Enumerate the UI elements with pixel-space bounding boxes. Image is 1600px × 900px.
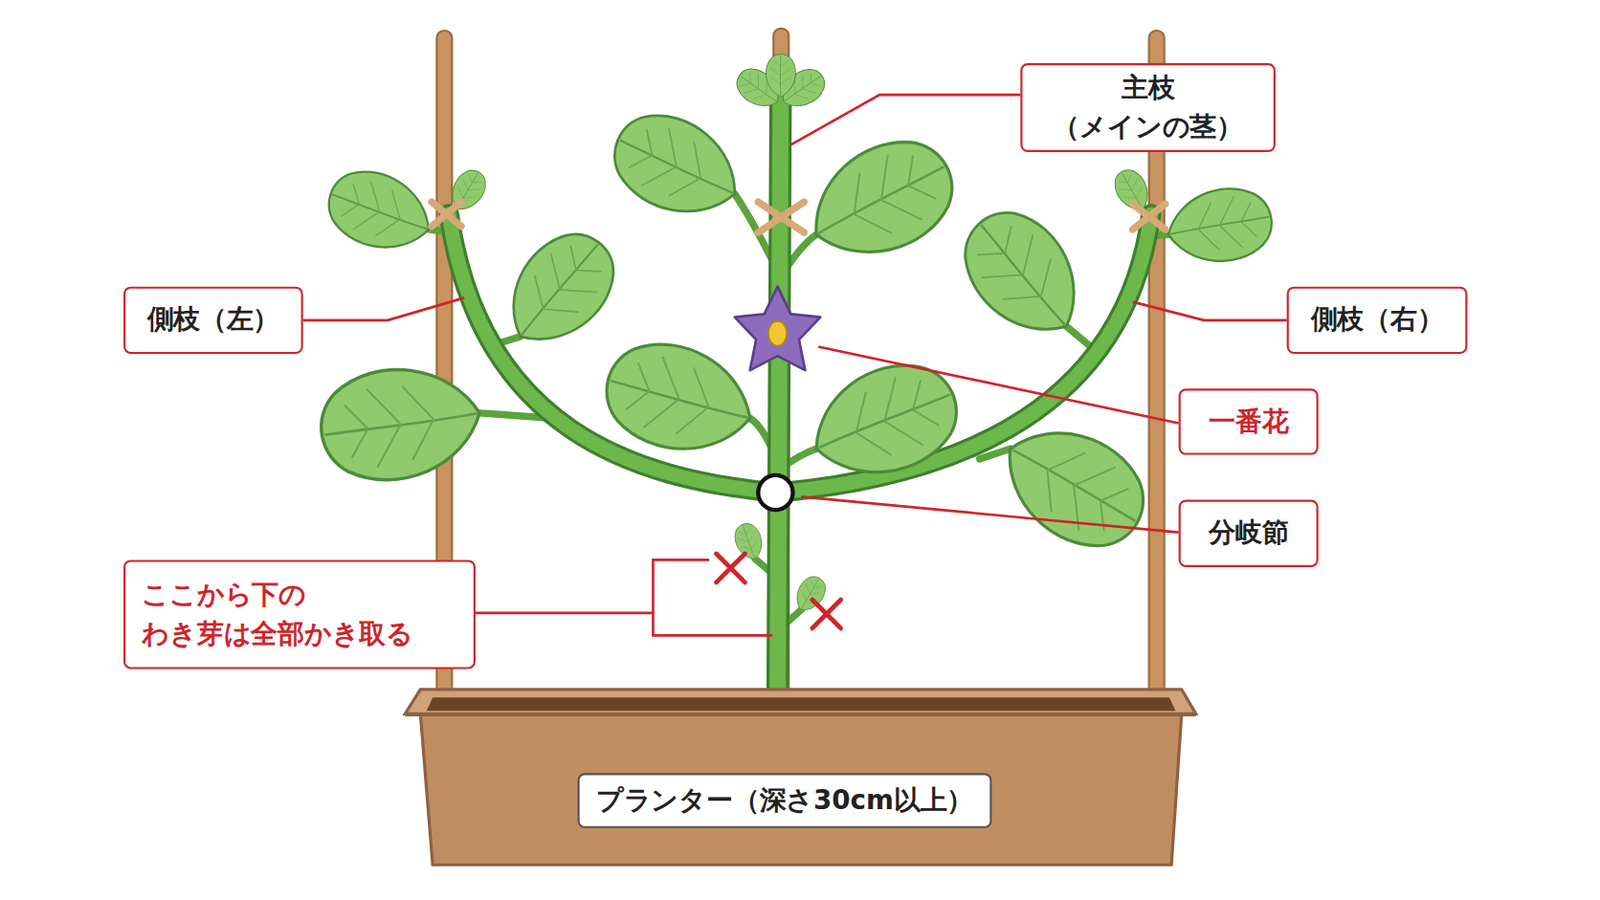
planter-body [420, 713, 1181, 866]
bracket-leader [475, 559, 773, 636]
callout-text: 側枝（左） [141, 301, 285, 340]
planter [404, 689, 1196, 866]
petioles [428, 194, 1169, 628]
leaf [984, 405, 1163, 567]
leaf [318, 159, 442, 264]
leaf [595, 331, 764, 467]
callout-text: 一番花 [1197, 402, 1301, 442]
callout-text: 主枝（メインの茎） [1039, 69, 1258, 147]
leaf [793, 121, 971, 281]
first-flower [734, 287, 822, 371]
leaf [765, 54, 796, 98]
planter-rim [404, 689, 1196, 715]
callout-text: 側枝（右） [1305, 301, 1449, 340]
callout-box: 側枝（左） [123, 287, 304, 355]
leader-line [303, 297, 465, 320]
remove-marks [716, 554, 842, 629]
leader-line [818, 347, 1178, 424]
leader-lines [303, 94, 1288, 636]
callout-box: 側枝（右） [1287, 287, 1468, 355]
callout-box: 分岐節 [1178, 500, 1319, 568]
leader-line [1133, 302, 1288, 321]
leaves [313, 54, 1277, 618]
main-stem [777, 96, 781, 712]
callout-box: 一番花 [1178, 388, 1319, 455]
tie [1133, 203, 1166, 230]
cross-mark [716, 554, 746, 583]
ties [431, 201, 1166, 233]
cross-mark [812, 600, 842, 629]
sucker-sprout [731, 520, 768, 564]
callout-box: ここから下の わき芽は全部かき取る [123, 559, 476, 669]
callout-text: ここから下の わき芽は全部かき取る [141, 576, 457, 653]
callout-box: プランター（深さ30cm以上） [577, 773, 993, 829]
tie [757, 201, 804, 233]
leaf [313, 358, 488, 490]
callout-box: 主枝（メインの茎） [1020, 63, 1276, 153]
leader-line [800, 496, 1179, 533]
tie [431, 201, 462, 227]
leaf [1162, 181, 1278, 271]
leaf [488, 216, 632, 365]
rim-edge [404, 713, 1196, 717]
branch-node-marker [757, 475, 793, 511]
support-stake [773, 28, 789, 712]
side-branch-outline [448, 214, 778, 493]
leader-line [790, 94, 1021, 145]
soil [426, 697, 1177, 712]
callout-text: 分岐節 [1197, 514, 1301, 554]
main-stem-outline [777, 96, 781, 712]
leaf [1109, 164, 1156, 217]
flower-center [768, 321, 787, 347]
flower-petals [734, 287, 822, 371]
leaf [600, 98, 755, 234]
callout-text: プランター（深さ30cm以上） [596, 781, 975, 821]
leaf [944, 193, 1103, 356]
side-branch [448, 214, 778, 493]
stems [448, 96, 1152, 712]
leaf [797, 347, 972, 497]
